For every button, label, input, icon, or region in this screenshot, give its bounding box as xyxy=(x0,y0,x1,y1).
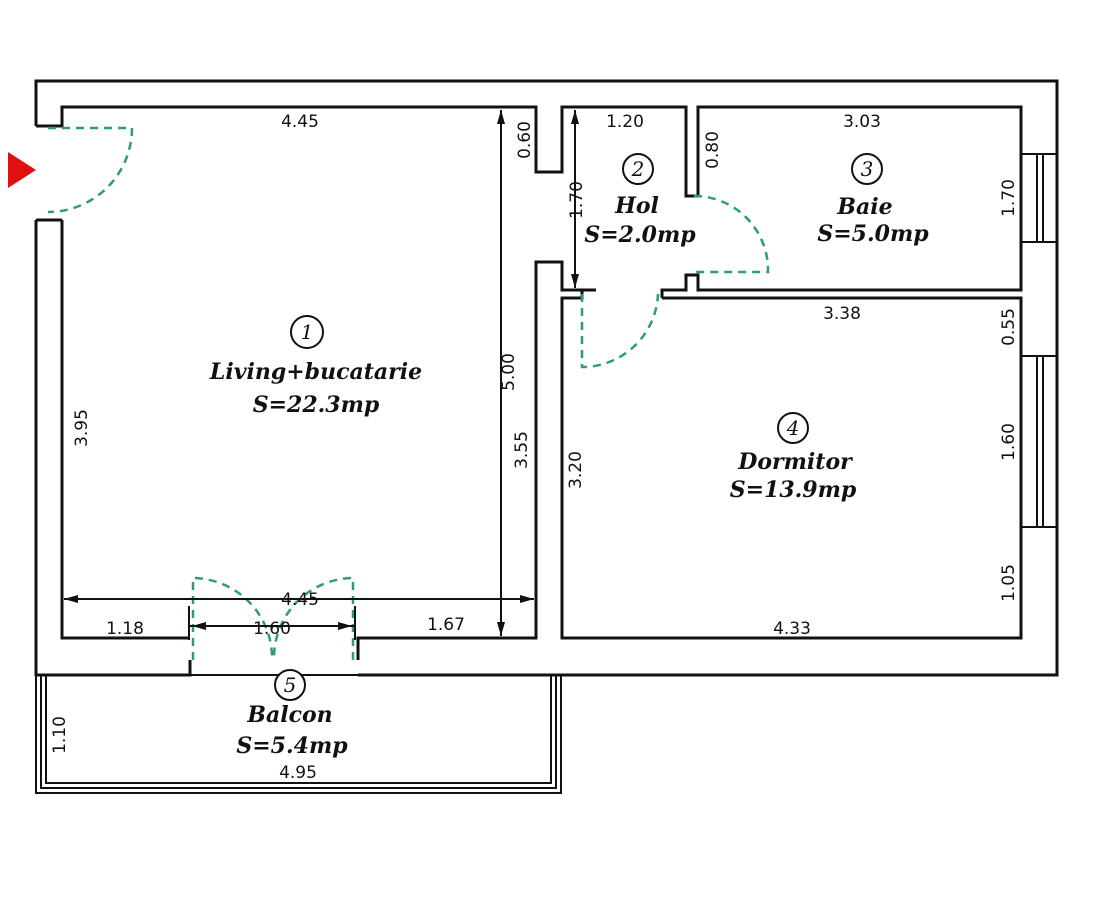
room-baie: 3 Baie S=5.0mp xyxy=(817,153,929,247)
dim-dormitor-bottom: 4.33 xyxy=(773,619,811,639)
room-name: Balcon xyxy=(246,702,332,728)
dim-dormitor-top: 3.38 xyxy=(823,304,861,324)
dim-niche-depth: 0.60 xyxy=(515,121,535,159)
room-area: S=2.0mp xyxy=(584,222,696,248)
dim-hol-height: 1.70 xyxy=(567,181,587,219)
room-name: Hol xyxy=(614,193,659,219)
dim-living-right: 3.55 xyxy=(512,431,532,469)
dim-living-door: 1.60 xyxy=(253,619,291,639)
room-dormitor: 4 Dormitor S=13.9mp xyxy=(730,412,857,503)
room-number: 1 xyxy=(301,320,314,344)
dim-hol-wall: 0.80 xyxy=(703,131,723,169)
dim-baie-right: 1.70 xyxy=(999,179,1019,217)
room-hol: 2 Hol S=2.0mp xyxy=(584,153,696,248)
room-name: Dormitor xyxy=(737,449,853,475)
room-area: S=22.3mp xyxy=(253,392,380,418)
room-number: 5 xyxy=(284,673,297,697)
dimension-labels: 4.45 3.95 5.00 3.55 4.45 1.18 1.60 1.67 … xyxy=(50,112,1019,783)
dim-living-bottom-total: 4.45 xyxy=(281,590,319,610)
dim-dormitor-right-bottom: 1.05 xyxy=(999,564,1019,602)
room-name: Living+bucatarie xyxy=(209,359,422,385)
dim-balcon-width: 4.95 xyxy=(279,763,317,783)
room-number: 2 xyxy=(631,157,645,181)
hol-baie-door xyxy=(693,194,770,274)
dim-balcon-height: 1.10 xyxy=(50,716,70,754)
entrance-door xyxy=(47,126,134,214)
room-name: Baie xyxy=(836,194,892,220)
dim-dormitor-left: 3.20 xyxy=(566,451,586,489)
dim-living-top: 4.45 xyxy=(281,112,319,132)
dim-living-left: 3.95 xyxy=(72,409,92,447)
outer-walls xyxy=(34,79,1059,794)
room-area: S=5.4mp xyxy=(236,733,348,759)
dim-dormitor-window: 1.60 xyxy=(999,423,1019,461)
dim-dormitor-right-top: 0.55 xyxy=(999,308,1019,346)
dim-living-bottom-right: 1.67 xyxy=(427,615,465,635)
dim-hol-top: 1.20 xyxy=(606,112,644,132)
dim-baie-top: 3.03 xyxy=(843,112,881,132)
room-area: S=13.9mp xyxy=(730,477,857,503)
hol-dormitor-door xyxy=(580,293,660,369)
room-number: 3 xyxy=(861,157,874,181)
dimension-lines xyxy=(64,110,579,640)
dim-living-bottom-left: 1.18 xyxy=(106,619,144,639)
doors xyxy=(47,126,770,661)
dim-living-height: 5.00 xyxy=(499,353,519,391)
room-living: 1 Living+bucatarie S=22.3mp xyxy=(209,315,422,418)
room-area: S=5.0mp xyxy=(817,221,929,247)
room-number: 4 xyxy=(786,416,800,440)
room-balcon: 5 Balcon S=5.4mp xyxy=(236,669,348,759)
entrance-arrow-icon xyxy=(8,152,36,188)
